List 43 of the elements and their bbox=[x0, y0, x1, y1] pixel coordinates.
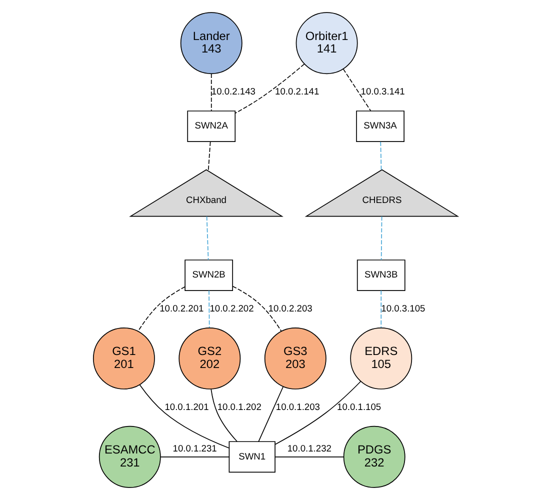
edge-label: 10.0.1.201 bbox=[164, 402, 208, 412]
connector bbox=[137, 286, 185, 332]
node-circle: GS2 202 bbox=[178, 326, 240, 389]
connector bbox=[258, 386, 284, 442]
node-circle: ESAMCC 231 bbox=[98, 425, 160, 488]
edge-label: 10.0.2.143 bbox=[210, 86, 255, 96]
edge-label: 10.0.2.203 bbox=[268, 303, 312, 314]
connector bbox=[274, 456, 344, 457]
connector bbox=[160, 456, 229, 457]
connector bbox=[208, 290, 210, 328]
connector bbox=[274, 380, 361, 444]
connector bbox=[206, 215, 208, 260]
edge-label: 10.0.1.105 bbox=[336, 402, 381, 412]
connector bbox=[380, 215, 382, 260]
edge-label: 10.0.3.105 bbox=[380, 303, 425, 314]
node-circle: PDGS 232 bbox=[342, 425, 405, 488]
edge-label: 10.0.2.202 bbox=[209, 303, 254, 314]
connector bbox=[232, 285, 282, 332]
edge-label: 10.0.1.232 bbox=[286, 443, 331, 454]
connector bbox=[210, 388, 237, 442]
node-circle: GS1 201 bbox=[92, 326, 154, 389]
connector bbox=[380, 140, 382, 170]
node-circle: Lander 143 bbox=[180, 12, 242, 74]
node-circle: Orbiter1 141 bbox=[295, 12, 358, 74]
node-box: SWN3B bbox=[356, 259, 405, 290]
connector bbox=[210, 72, 212, 111]
edge-label: 10.0.1.231 bbox=[172, 443, 216, 454]
node-circle: GS3 203 bbox=[264, 326, 326, 389]
edge-label: 10.0.2.201 bbox=[159, 303, 204, 314]
connector bbox=[138, 384, 229, 448]
edge-label: 10.0.1.203 bbox=[275, 402, 320, 412]
edge-label: 10.0.1.202 bbox=[216, 402, 261, 412]
node-circle: EDRS 105 bbox=[350, 326, 412, 389]
node-box: SWN1 bbox=[228, 440, 275, 472]
connector bbox=[342, 68, 371, 111]
node-box: SWN2A bbox=[186, 110, 236, 142]
node-box: SWN3A bbox=[356, 110, 404, 142]
connector bbox=[380, 290, 382, 328]
node-box: SWN2B bbox=[184, 259, 233, 290]
connector bbox=[207, 140, 210, 171]
edge-label: 10.0.2.141 bbox=[274, 86, 319, 96]
connector bbox=[234, 63, 304, 114]
edge-label: 10.0.3.141 bbox=[360, 86, 404, 96]
